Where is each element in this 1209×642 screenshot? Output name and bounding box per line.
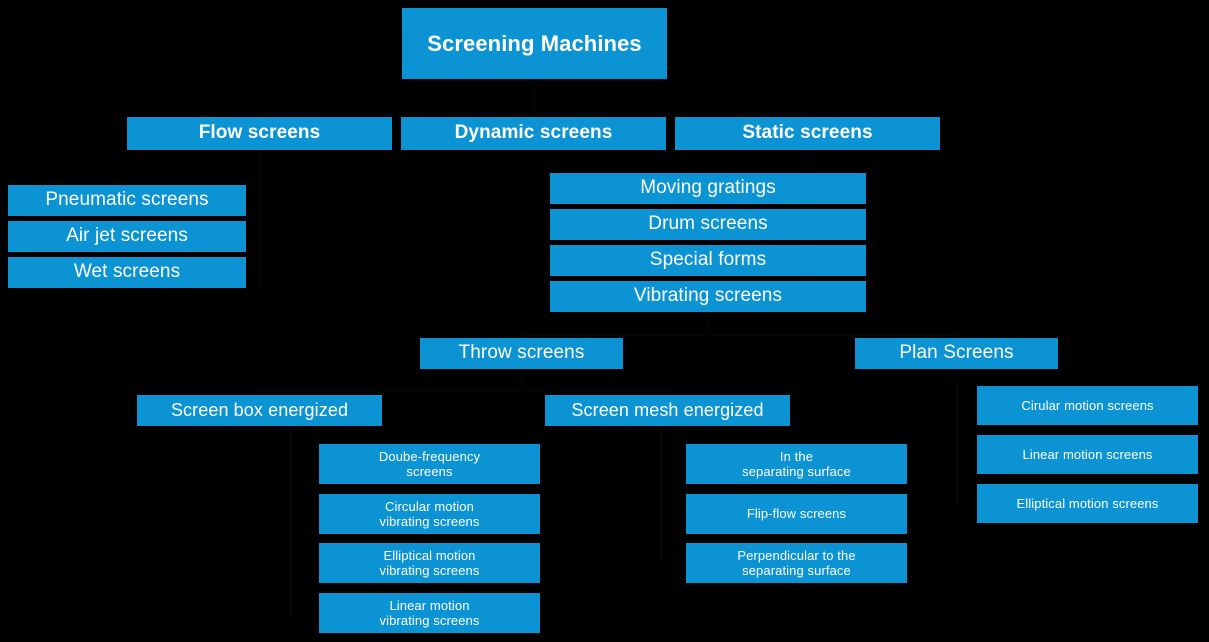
node-drum-screens[interactable]: Drum screens — [550, 209, 866, 240]
connector-screen-mesh-stub — [667, 389, 669, 395]
connector-plan-children — [956, 369, 958, 504]
node-linear-motion-screens[interactable]: Linear motion screens — [977, 435, 1198, 474]
node-perpendicular-to-the-separating-surface[interactable]: Perpendicular to the separating surface — [686, 543, 907, 583]
node-cirular-motion-screens[interactable]: Cirular motion screens — [977, 386, 1198, 425]
connector-throw-bus — [259, 389, 667, 391]
node-flow-screens[interactable]: Flow screens — [127, 117, 392, 150]
connector-screen-mesh-children — [660, 426, 662, 561]
node-moving-gratings[interactable]: Moving gratings — [550, 173, 866, 204]
node-pneumatic-screens[interactable]: Pneumatic screens — [8, 185, 246, 216]
connector-root-down — [533, 79, 535, 123]
connector-throw-down — [521, 369, 523, 391]
node-dynamic-screens[interactable]: Dynamic screens — [401, 117, 666, 150]
node-air-jet-screens[interactable]: Air jet screens — [8, 221, 246, 252]
node-screen-mesh-energized[interactable]: Screen mesh energized — [545, 395, 790, 426]
node-root-screening-machines[interactable]: Screening Machines — [402, 8, 667, 79]
connector-screen-box-stub — [259, 389, 261, 395]
connector-vibrating-down — [707, 310, 709, 336]
node-elliptical-motion-screens[interactable]: Elliptical motion screens — [977, 484, 1198, 523]
node-flip-flow-screens[interactable]: Flip-flow screens — [686, 494, 907, 534]
node-linear-motion-vibrating-screens[interactable]: Linear motion vibrating screens — [319, 593, 540, 633]
connector-throw-stub — [521, 334, 523, 339]
connector-plan-stub — [956, 334, 958, 339]
node-elliptical-motion-vibrating-screens[interactable]: Elliptical motion vibrating screens — [319, 543, 540, 583]
node-circular-motion-vibrating-screens[interactable]: Circular motion vibrating screens — [319, 494, 540, 534]
node-doube-frequency-screens[interactable]: Doube-frequency screens — [319, 444, 540, 484]
node-vibrating-screens[interactable]: Vibrating screens — [550, 281, 866, 312]
node-plan-screens[interactable]: Plan Screens — [855, 338, 1058, 369]
node-special-forms[interactable]: Special forms — [550, 245, 866, 276]
node-screen-box-energized[interactable]: Screen box energized — [137, 395, 382, 426]
connector-flow-children — [259, 150, 261, 285]
connector-screen-box-children — [290, 426, 292, 616]
node-in-the-separating-surface[interactable]: In the separating surface — [686, 444, 907, 484]
node-static-screens[interactable]: Static screens — [675, 117, 940, 150]
connector-vibrating-bus — [521, 334, 958, 336]
node-throw-screens[interactable]: Throw screens — [420, 338, 623, 369]
node-wet-screens[interactable]: Wet screens — [8, 257, 246, 288]
